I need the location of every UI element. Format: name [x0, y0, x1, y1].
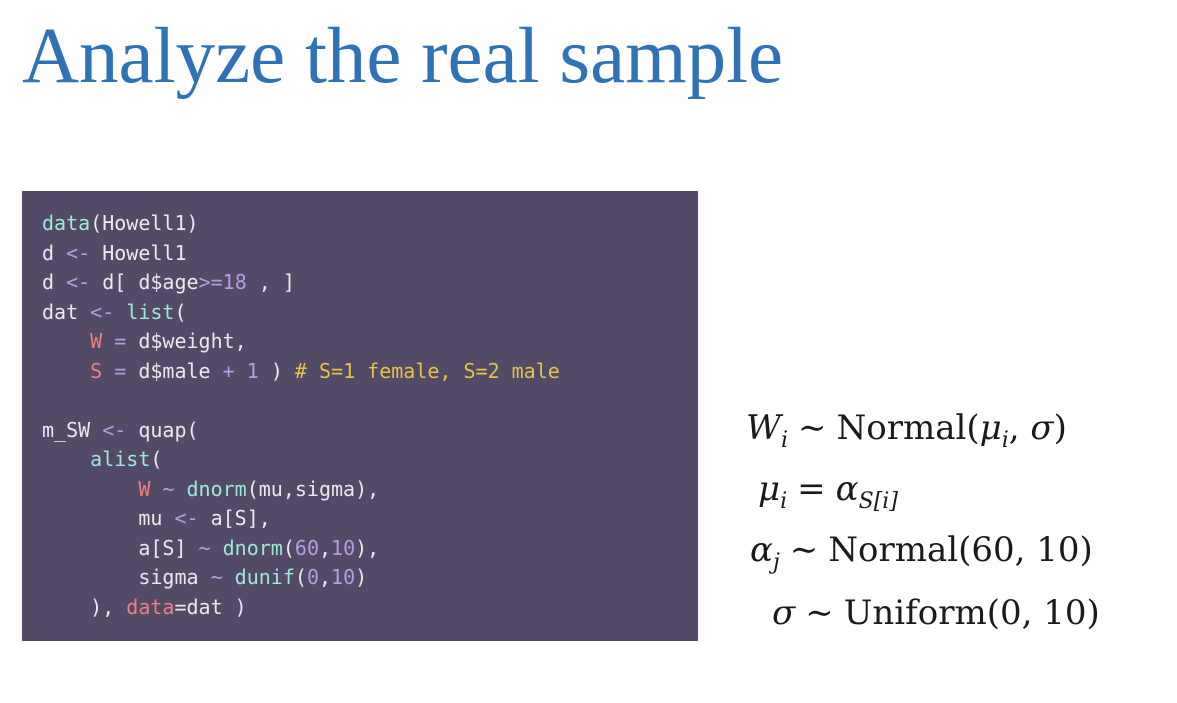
code-line: d <- d[ d$age>=18 , ] — [42, 268, 698, 298]
code-token: dnorm — [186, 476, 247, 501]
model-equation-weight: Wi∼Normal(μi, σ) — [746, 408, 1067, 453]
code-token: = — [102, 358, 139, 383]
model-equation-sigma-prior: σ∼Uniform(0, 10) — [772, 593, 1100, 633]
code-token: quap( — [126, 417, 199, 442]
code-token: W — [90, 329, 103, 353]
code-token: <- — [174, 506, 199, 530]
code-token: ( — [294, 565, 307, 589]
code-token: >= — [198, 270, 223, 294]
code-token: = — [102, 329, 139, 353]
code-token — [223, 565, 235, 589]
code-token: d$weight, — [138, 329, 247, 353]
code-token: data — [126, 594, 175, 619]
code-token: + — [222, 358, 235, 383]
code-line: W = d$weight, — [42, 327, 698, 357]
code-token: <- — [102, 417, 127, 442]
code-token — [114, 300, 126, 324]
code-token: , — [318, 565, 332, 589]
code-token: ( — [282, 535, 295, 560]
code-token: m_SW — [42, 417, 103, 442]
code-line: d <- Howell1 — [42, 239, 698, 269]
code-token: ) — [258, 358, 295, 383]
code-token: a[S] — [42, 535, 199, 560]
code-token: ~ — [198, 535, 211, 560]
code-token: <- — [66, 270, 91, 294]
code-token: (Howell1) — [90, 211, 199, 235]
code-token: S — [90, 358, 103, 383]
code-token — [211, 536, 223, 560]
code-line: dat <- list( — [42, 298, 698, 328]
code-line: alist( — [42, 445, 698, 475]
code-line: m_SW <- quap( — [42, 416, 698, 446]
code-token: 10 — [331, 535, 356, 560]
code-token: dnorm — [222, 535, 283, 560]
code-token: W — [138, 476, 151, 501]
code-token — [42, 359, 90, 383]
code-line: S = d$male + 1 ) # S=1 female, S=2 male — [42, 357, 698, 387]
code-token: , ] — [246, 270, 295, 294]
code-token: , — [319, 535, 332, 560]
code-token: =dat ) — [174, 594, 247, 619]
code-token: d — [42, 240, 67, 265]
code-line — [42, 386, 698, 416]
slide-title: Analyze the real sample — [22, 13, 784, 100]
code-token: alist — [90, 447, 151, 471]
code-line: data(Howell1) — [42, 209, 698, 239]
code-token: 18 — [222, 270, 247, 294]
code-token: ~ — [210, 565, 223, 589]
code-token: dunif — [234, 565, 295, 589]
code-token: ~ — [150, 476, 187, 501]
code-token: ( — [174, 299, 187, 324]
code-line: W ~ dnorm(mu,sigma), — [42, 475, 698, 505]
code-token: sigma — [42, 565, 211, 589]
code-token: d — [42, 270, 67, 294]
code-token — [42, 477, 138, 501]
code-line: a[S] ~ dnorm(60,10), — [42, 534, 698, 564]
code-token: dat — [42, 299, 91, 324]
code-token: 1 — [246, 358, 259, 383]
code-token: ( — [150, 447, 163, 471]
code-token: <- — [66, 240, 91, 265]
code-token: data — [42, 211, 91, 235]
code-line: mu <- a[S], — [42, 504, 698, 534]
code-token — [42, 329, 90, 353]
code-token: d$male — [138, 358, 223, 383]
code-token: # S=1 female, S=2 male — [294, 358, 560, 383]
code-token: mu — [42, 506, 175, 530]
code-token: ) — [355, 565, 368, 589]
model-equation-mean: μi=αS[i] — [758, 469, 898, 514]
model-equation-alpha-prior: αj∼Normal(60, 10) — [750, 530, 1093, 575]
code-token: 10 — [331, 565, 356, 589]
code-token: (mu,sigma), — [246, 476, 380, 501]
code-token — [42, 447, 90, 471]
code-token: d[ d$age — [90, 270, 199, 294]
code-token: a[S], — [198, 506, 271, 530]
code-token: ), — [355, 535, 380, 560]
code-token — [235, 359, 247, 383]
code-line: sigma ~ dunif(0,10) — [42, 563, 698, 593]
code-token: 0 — [306, 565, 319, 589]
code-token: Howell1 — [90, 240, 187, 265]
code-line: ), data=dat ) — [42, 593, 698, 623]
code-token: list — [126, 299, 175, 324]
code-token: ), — [42, 594, 127, 619]
code-token: <- — [90, 299, 115, 324]
code-token: 60 — [294, 535, 319, 560]
